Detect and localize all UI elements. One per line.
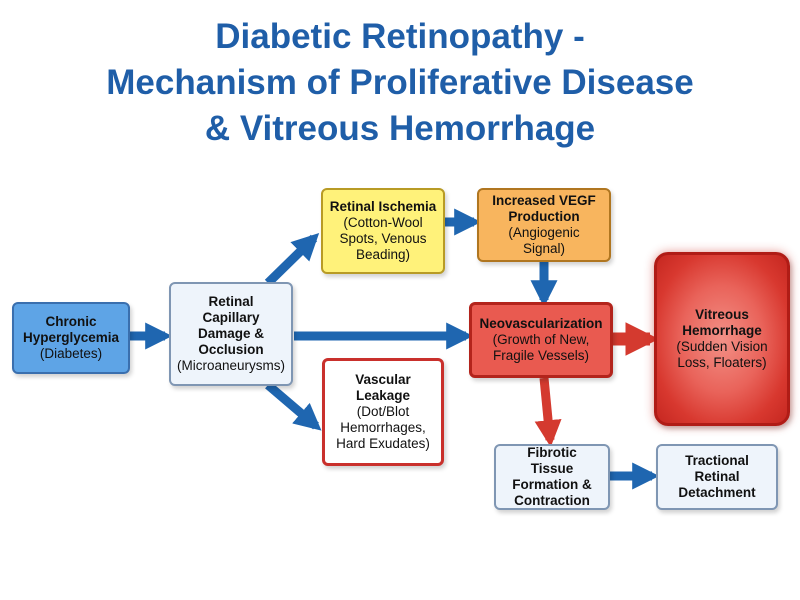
node-subtext: (Diabetes) [39, 346, 103, 361]
node-subtext: (Microaneurysms) [177, 358, 286, 373]
node-increased-vegf: Increased VEGF Production (Angiogenic Si… [477, 188, 611, 262]
node-subtext: (Angiogenic Signal) [508, 225, 580, 256]
node-vascular-leakage: Vascular Leakage (Dot/Blot Hemorrhages, … [322, 358, 444, 466]
arrow-capillary-to-leakage [265, 381, 322, 431]
node-subtext: (Sudden Vision Loss, Floaters) [676, 339, 768, 370]
node-retinal-ischemia: Retinal Ischemia (Cotton-Wool Spots, Ven… [321, 188, 445, 274]
node-neovascularization: Neovascularization (Growth of New, Fragi… [469, 302, 613, 378]
title-line-3: & Vitreous Hemorrhage [204, 109, 596, 148]
node-retinal-capillary-damage: Retinal Capillary Damage & Occlusion (Mi… [169, 282, 293, 386]
node-heading: Increased VEGF Production [492, 193, 596, 224]
node-subtext: (Growth of New, Fragile Vessels) [492, 332, 590, 363]
arrow-capillary-to-ischemia [264, 232, 320, 287]
node-tractional-retinal-detachment: Tractional Retinal Detachment [656, 444, 778, 510]
node-heading: Retinal Ischemia [329, 199, 437, 214]
node-chronic-hyperglycemia: Chronic Hyperglycemia (Diabetes) [12, 302, 130, 374]
title-line-2: Mechanism of Proliferative Disease [106, 63, 694, 102]
node-heading: Vitreous Hemorrhage [682, 307, 762, 338]
node-heading: Retinal Capillary Damage & Occlusion [197, 294, 265, 357]
node-subtext: (Cotton-Wool Spots, Venous Beading) [339, 215, 427, 262]
node-fibrotic-tissue: Fibrotic Tissue Formation & Contraction [494, 444, 610, 510]
node-heading: Neovascularization [479, 316, 603, 331]
node-heading: Tractional Retinal Detachment [678, 453, 756, 500]
node-heading: Chronic Hyperglycemia [22, 314, 120, 345]
node-heading: Fibrotic Tissue Formation & Contraction [512, 445, 592, 508]
node-heading: Vascular Leakage [355, 372, 411, 403]
node-subtext: (Dot/Blot Hemorrhages, Hard Exudates) [336, 404, 430, 451]
diagram-title: Diabetic Retinopathy - Mechanism of Prol… [0, 14, 800, 152]
node-vitreous-hemorrhage: Vitreous Hemorrhage (Sudden Vision Loss,… [654, 252, 790, 426]
arrow-neovascularization-to-fibrotic [534, 377, 562, 448]
title-line-1: Diabetic Retinopathy - [215, 17, 585, 56]
